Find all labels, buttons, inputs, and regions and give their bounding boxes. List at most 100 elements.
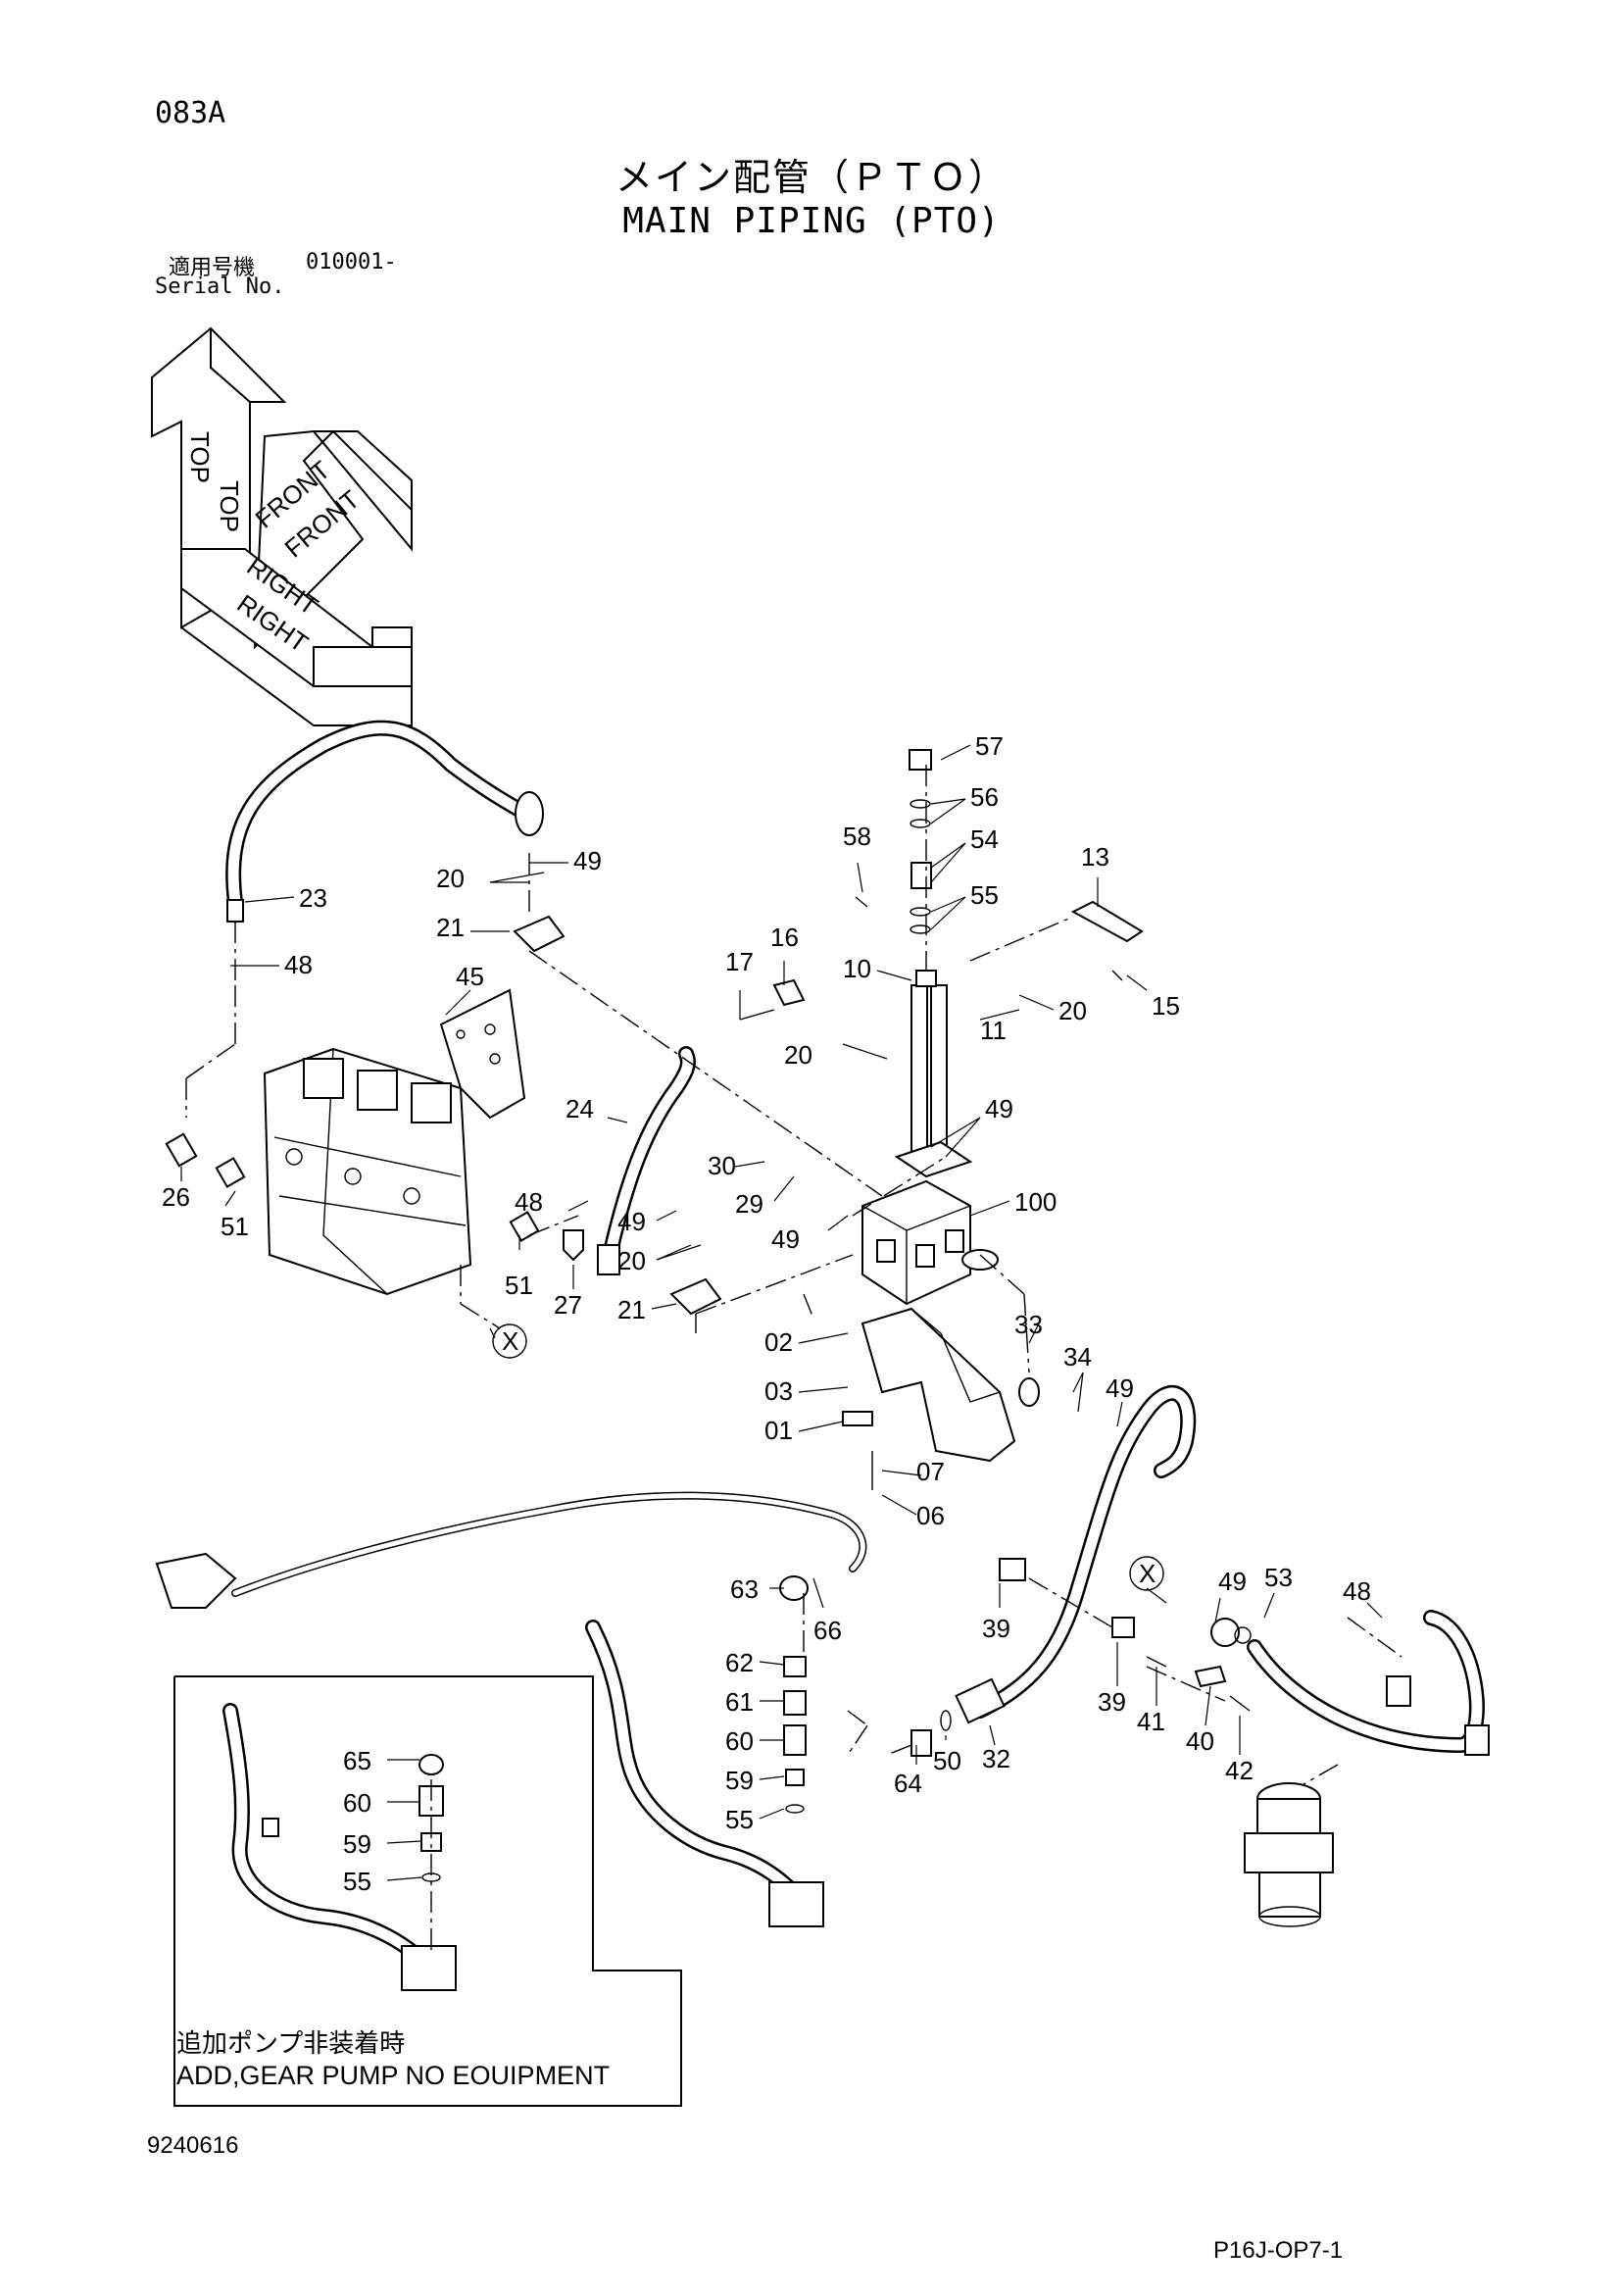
part-label: 49 [771,1224,800,1254]
title-english: MAIN PIPING (PTO) [622,201,1001,241]
part-label: 07 [916,1457,945,1486]
inset-caption-japanese: 追加ポンプ非装着時 [176,2029,406,2059]
part-label: 29 [735,1189,763,1219]
callout-x-right-label: X [1139,1559,1156,1588]
serial-label-japanese: 適用号機 [169,256,256,280]
part-label: 21 [436,913,465,942]
mount-bracket [842,1307,1016,1490]
part-label: 10 [843,954,871,983]
part-label: 06 [916,1501,945,1530]
part-label: 20 [617,1246,646,1275]
part-label: 03 [764,1376,793,1406]
title-japanese: メイン配管（ＰＴＯ） [615,156,1008,199]
part-numbers: 57 56 58 54 55 13 16 17 10 15 11 20 20 4… [162,731,1371,1896]
fittings-26-51-27 [165,1132,584,1262]
part-label: 51 [505,1271,533,1300]
part-label: 27 [554,1290,582,1320]
part-label: 49 [1218,1567,1247,1596]
fittings-misc [910,1377,1252,1757]
pilot-hose [155,1491,867,1609]
document-number: 9240616 [147,2132,239,2159]
part-label: 54 [970,824,999,854]
part-label: 16 [770,923,799,952]
tube-assembly-center [585,1620,824,1927]
clamp-16 [739,978,806,1021]
part-label: 21 [617,1295,646,1324]
part-label: 42 [1225,1756,1254,1785]
hose-23 [225,720,544,923]
leader-lines [180,744,1383,1820]
part-label: 30 [708,1151,736,1180]
part-label: 20 [1058,996,1087,1025]
inset-caption-english: ADD,GEAR PUMP NO EOUIPMENT [176,2061,611,2090]
part-label: 13 [1081,842,1109,872]
control-valve [263,1047,472,1296]
part-label: 24 [566,1094,594,1123]
page-reference: P16J-OP7-1 [1213,2237,1344,2264]
part-label: 64 [894,1769,922,1798]
part-label: 34 [1063,1342,1092,1372]
part-label: 26 [162,1182,190,1212]
part-label: 40 [1186,1726,1214,1756]
orientation-indicator: TOP TOP FRONT FRONT RIGHT RIGHT [151,326,413,726]
bracket-45 [439,988,526,1120]
part-label: 66 [813,1616,842,1645]
part-label: 55 [970,880,999,910]
part-label: 17 [725,947,754,976]
part-label: 50 [933,1746,961,1775]
page-code: 083A [155,96,226,130]
orientation-top-b: TOP [215,480,244,532]
part-label: 48 [284,950,313,979]
part-label: 49 [1106,1373,1134,1403]
serial-value: 010001- [306,250,397,275]
part-label: 59 [725,1766,754,1795]
part-label: 59 [343,1829,371,1859]
fittings-59-63 [779,1575,809,1814]
part-label: 65 [343,1746,371,1775]
orientation-top-a: TOP [185,431,215,483]
part-label: 100 [1014,1187,1057,1217]
part-label: 48 [1343,1576,1371,1606]
part-label: 20 [436,864,465,893]
part-label: 53 [1264,1563,1293,1592]
part-label: 01 [764,1416,793,1445]
hose-53 [1247,1610,1490,1756]
part-label: 11 [980,1016,1007,1045]
part-label: 45 [456,962,484,991]
hose-24 [597,1046,696,1275]
callout-x-left [492,1323,527,1359]
part-label: 55 [343,1867,371,1896]
part-label: 51 [221,1212,249,1241]
part-label: 48 [515,1187,543,1217]
tube-11 [894,970,973,1178]
bracket-13 [1070,900,1144,981]
part-label: 15 [1152,991,1180,1021]
part-label: 39 [982,1614,1010,1643]
center-lines [185,765,1402,1785]
hose-32 [955,1385,1197,1724]
inset-box [173,1675,682,2107]
serial-label-english: Serial No. [155,275,285,299]
part-label: 60 [343,1788,371,1818]
part-label: 49 [573,846,602,875]
callout-x-left-label: X [502,1326,518,1356]
part-label: 60 [725,1726,754,1756]
part-label: 49 [617,1207,646,1236]
part-label: 32 [982,1744,1010,1773]
callout-x-right [1129,1556,1164,1591]
part-label: 58 [843,822,871,851]
part-label: 02 [764,1327,793,1357]
pump-assembly [1244,1782,1334,1927]
part-label: 49 [985,1094,1013,1123]
part-label: 62 [725,1648,754,1677]
part-label: 41 [1137,1707,1165,1736]
part-label: 55 [725,1805,754,1834]
clamp-21-lower [669,1277,722,1316]
part-label: 39 [1098,1687,1126,1717]
part-label: 20 [784,1040,812,1070]
part-label: 63 [730,1574,759,1604]
part-label: 33 [1014,1310,1043,1339]
valve-block-100 [861,1179,999,1306]
part-label: 56 [970,782,999,812]
